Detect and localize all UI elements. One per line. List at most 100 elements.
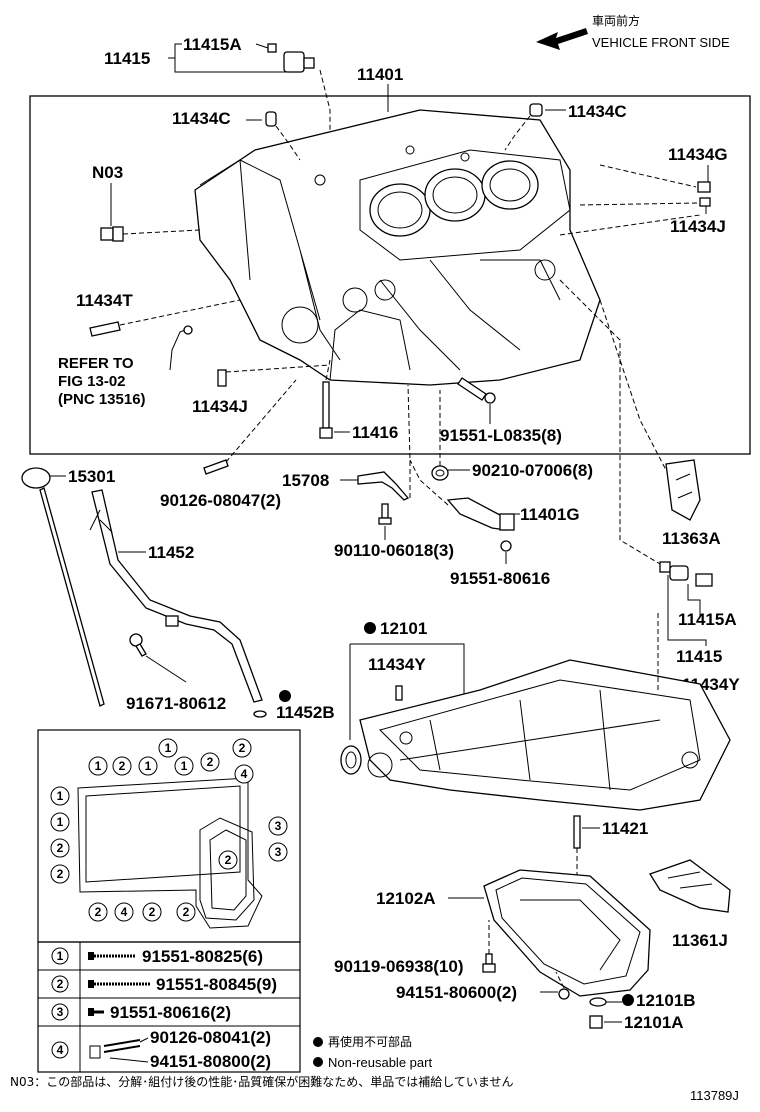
label-11434j-right[interactable]: 11434J (670, 217, 726, 236)
vehicle-front-indicator: 車両前方 VEHICLE FRONT SIDE (536, 13, 730, 50)
pattern-circle (218, 850, 238, 870)
pin-11434j-bottom (217, 369, 227, 387)
pin-11434t (89, 321, 121, 337)
pattern-num: 2 (225, 853, 232, 867)
label-15708[interactable]: 15708 (282, 471, 329, 490)
label-94151-80600[interactable]: 94151-80600(2) (396, 983, 517, 1002)
label-11434t[interactable]: 11434T (76, 291, 133, 310)
label-11415-top[interactable]: 11415 (104, 49, 150, 68)
label-90110-06018[interactable]: 90110-06018(3) (334, 541, 454, 560)
pattern-circle (176, 902, 196, 922)
bolt-11416 (319, 381, 333, 439)
label-91551-l0835[interactable]: 91551-L0835(8) (440, 426, 562, 445)
legend-part-3[interactable]: 91551-80616(2) (110, 1003, 231, 1022)
cylinder-block[interactable] (194, 109, 601, 386)
label-91671-80612[interactable]: 91671-80612 (126, 694, 226, 713)
bolt-90110-06018 (378, 503, 392, 525)
label-12101a[interactable]: 12101A (624, 1013, 684, 1032)
label-11434j-bottom[interactable]: 11434J (192, 397, 248, 416)
label-n03[interactable]: N03 (92, 163, 123, 182)
pattern-circle (268, 816, 288, 836)
label-11401g[interactable]: 11401G (520, 505, 580, 524)
oring-11452b (253, 710, 267, 718)
dash-11415-right (559, 279, 661, 565)
nonreusable-note-en: Non-reusable part (328, 1055, 432, 1070)
stud-11421 (573, 815, 581, 849)
dash-15708 (407, 384, 411, 498)
plug-n03 (100, 226, 124, 242)
label-91551-80616[interactable]: 91551-80616 (450, 569, 550, 588)
pattern-circle (88, 902, 108, 922)
legend-part-4a[interactable]: 90126-08041(2) (150, 1028, 271, 1047)
pattern-num: 2 (119, 759, 126, 773)
label-11361j[interactable]: 11361J (672, 931, 728, 950)
label-11363a[interactable]: 11363A (662, 529, 721, 548)
dash-n03 (122, 229, 201, 235)
label-11452b[interactable]: 11452B (276, 703, 335, 722)
label-11434c-right[interactable]: 11434C (568, 102, 627, 121)
pattern-circle (268, 842, 288, 862)
oil-pan-upper[interactable] (359, 659, 731, 811)
legend-part-4b[interactable]: 94151-80800(2) (150, 1052, 271, 1071)
label-11421[interactable]: 11421 (602, 819, 648, 838)
legend-row-1: 1 91551-80825(6) (51, 947, 263, 966)
dipstick-guide-11452[interactable] (89, 489, 263, 703)
dash-11401g (409, 459, 449, 506)
bolt-91551-l0835 (457, 377, 496, 404)
pattern-num: 1 (181, 759, 188, 773)
label-11434g[interactable]: 11434G (668, 145, 728, 164)
label-90126-08047[interactable]: 90126-08047(2) (160, 491, 281, 510)
pattern-num: 2 (57, 841, 64, 855)
legend-row-2: 2 91551-80845(9) (51, 975, 277, 994)
baffle-11361j[interactable] (649, 859, 731, 913)
footnote: N03：この部品は、分解･組付け後の性能･品質確保が困難なため、単品では補給して… (10, 1074, 514, 1089)
pattern-num: 2 (149, 905, 156, 919)
label-12102a[interactable]: 12102A (376, 889, 436, 908)
label-90210-07006[interactable]: 90210-07006(8) (472, 461, 593, 480)
pin-11434c-right (529, 103, 543, 117)
pin-11434c-left (265, 111, 277, 127)
label-12101b[interactable]: 12101B (636, 991, 696, 1010)
dash-11363a (599, 299, 667, 471)
label-90119-06938[interactable]: 90119-06938(10) (334, 957, 464, 976)
nonreusable-mark-11452b (279, 690, 291, 702)
legend-part-1[interactable]: 91551-80825(6) (142, 947, 263, 966)
pattern-circle (158, 738, 178, 758)
nonreusable-mark-12101b (622, 994, 634, 1006)
refer-line-2[interactable]: FIG 13-02 (58, 373, 126, 390)
legend-num-3: 3 (57, 1005, 64, 1019)
label-11401[interactable]: 11401 (357, 65, 403, 84)
dash-11434t (119, 299, 241, 326)
direction-label-en: VEHICLE FRONT SIDE (592, 35, 730, 50)
pattern-circle (50, 838, 70, 858)
pattern-num: 1 (95, 759, 102, 773)
pattern-num: 3 (275, 819, 282, 833)
label-11415-right[interactable]: 11415 (676, 647, 722, 666)
dipstick-15301[interactable] (21, 467, 105, 707)
pattern-num: 2 (95, 905, 102, 919)
label-11416[interactable]: 11416 (352, 423, 398, 442)
drain-plug-12101a (589, 1015, 603, 1029)
oil-pan-lower-12102a[interactable] (483, 869, 651, 997)
legend-part-2[interactable]: 91551-80845(9) (156, 975, 277, 994)
label-11434y-left[interactable]: 11434Y (368, 655, 426, 674)
dash-11415 (319, 69, 331, 140)
sensor-11401g[interactable] (446, 497, 515, 531)
dash-11416 (325, 359, 331, 381)
pattern-circle (114, 902, 134, 922)
label-11434c-left[interactable]: 11434C (172, 109, 231, 128)
label-12101[interactable]: 12101 (380, 619, 427, 638)
pattern-circle (232, 738, 252, 758)
bearing-11363a[interactable] (665, 459, 701, 521)
pattern-num: 1 (57, 789, 64, 803)
label-11415a-right[interactable]: 11415A (678, 610, 737, 629)
leader-12101 (349, 643, 465, 740)
bolt-90119-06938 (482, 953, 496, 973)
pattern-circle (50, 812, 70, 832)
leader-11415-right (667, 575, 707, 646)
bolt-legend: 1 91551-80825(6) 2 91551-80845(9) 3 9155… (37, 941, 301, 1073)
label-11415a-top[interactable]: 11415A (183, 35, 242, 54)
nonreusable-mark-12101 (364, 622, 376, 634)
label-15301[interactable]: 15301 (68, 467, 115, 486)
label-11452[interactable]: 11452 (148, 543, 194, 562)
